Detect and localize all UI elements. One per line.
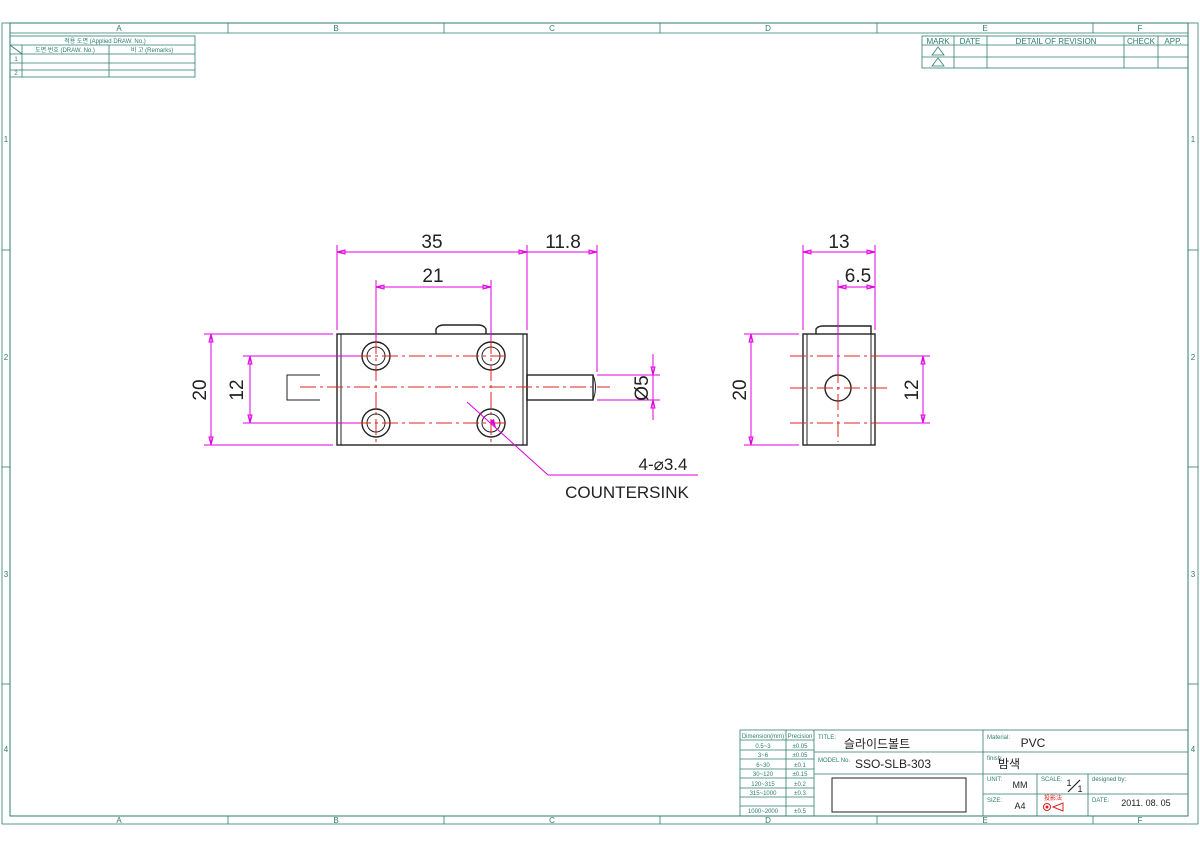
projection-label: 投影法 <box>1044 794 1062 802</box>
tolerance-dim: 6~30 <box>756 763 770 769</box>
zone-label: F <box>1138 24 1143 33</box>
size-label: SIZE: <box>987 798 1002 804</box>
zone-label: D <box>765 24 771 33</box>
zone-label: 2 <box>1191 353 1196 362</box>
zone-label: A <box>116 24 122 33</box>
revision-header-date: DATE <box>960 37 981 46</box>
tolerance-dim: 0.5~3 <box>755 744 771 750</box>
sheet-frame <box>1 22 1199 825</box>
tolerance-prec: ±0.05 <box>793 744 809 750</box>
tolerance-prec: ±0.05 <box>793 753 809 759</box>
revision-triangle-icon <box>931 46 945 56</box>
designed-label: designed by: <box>1092 777 1126 783</box>
hole-callout: 4-⌀3.4 <box>639 455 688 474</box>
applied-drawing-table: 적용 도면 (Applied DRAW. No.) 도면 번호 (DRAW. N… <box>9 35 196 78</box>
zone-label: 1 <box>1191 135 1196 144</box>
tolerance-prec: ±0.3 <box>794 791 806 797</box>
applied-table-col-drawing: 도면 번호 (DRAW. No.) <box>35 46 95 54</box>
side-dimensions: 13 6.5 20 12 <box>730 232 930 446</box>
scale-label: SCALE: <box>1041 777 1063 783</box>
unit-label: UNIT: <box>987 777 1002 783</box>
zone-label: C <box>549 24 555 33</box>
zone-label: E <box>982 24 987 33</box>
zone-label: C <box>549 816 555 825</box>
front-view <box>286 324 610 446</box>
zone-label: 4 <box>1191 745 1196 754</box>
tolerance-prec: ±0.2 <box>794 782 806 788</box>
applied-table-title: 적용 도면 (Applied DRAW. No.) <box>64 37 146 45</box>
tolerance-dim: 3~6 <box>758 753 769 759</box>
front-dimensions: 35 21 11.8 20 12 Ø5 <box>190 232 698 502</box>
applied-table-col-remarks: 비 고 (Remarks) <box>131 46 173 54</box>
dim-front-height: 20 <box>190 379 211 400</box>
scale-numerator: 1 <box>1066 778 1071 788</box>
dim-front-width: 35 <box>421 232 442 253</box>
model-number: SSO-SLB-303 <box>855 757 931 771</box>
size-value: A4 <box>1014 801 1025 811</box>
zone-label: 3 <box>4 570 9 579</box>
zone-label: 1 <box>4 135 9 144</box>
finish-value: 밤색 <box>998 757 1020 771</box>
revision-header-mark: MARK <box>926 37 950 46</box>
finish-label: finish: <box>987 756 1003 762</box>
zone-label: 3 <box>1191 570 1196 579</box>
dim-front-hole-vertical: 12 <box>227 379 248 400</box>
tolerance-header: Dimension(mm) <box>742 734 784 740</box>
hole-type-note: COUNTERSINK <box>565 483 689 502</box>
zone-label: B <box>333 24 338 33</box>
zone-label: D <box>765 816 771 825</box>
tolerance-prec: ±0.1 <box>794 763 806 769</box>
zone-label: F <box>1138 816 1143 825</box>
applied-table-row: 2 <box>14 71 18 77</box>
dim-side-center: 6.5 <box>845 266 871 287</box>
side-view <box>790 325 890 446</box>
model-label: MODEL No. <box>818 758 850 764</box>
zone-label: E <box>982 816 987 825</box>
date-label: DATE: <box>1092 798 1110 804</box>
dim-side-hole-vertical: 12 <box>902 379 923 400</box>
zone-labels-left: 1 2 3 4 <box>4 135 9 754</box>
material-label: Material: <box>987 735 1010 741</box>
revision-header-check: CHECK <box>1127 37 1156 46</box>
revision-header-detail: DETAIL OF REVISION <box>1016 37 1097 46</box>
dim-pin-diameter: Ø5 <box>632 375 653 400</box>
zone-labels-bottom: A B C D E F <box>116 816 1142 825</box>
zone-labels-right: 1 2 3 4 <box>1191 135 1196 754</box>
tolerance-dim: 1000~2000 <box>748 809 779 815</box>
tolerance-dim: 30~120 <box>753 772 774 778</box>
projection-symbol-icon <box>1043 802 1064 812</box>
dim-side-height: 20 <box>730 379 751 400</box>
title-block: Dimension(mm) Precision 0.5~3 ±0.05 3~6 … <box>739 729 1189 817</box>
unit-value: MM <box>1013 780 1028 790</box>
zone-label: A <box>116 816 122 825</box>
dim-front-hole-spacing: 21 <box>422 266 443 287</box>
revision-table: MARK DATE DETAIL OF REVISION CHECK APP. <box>921 35 1189 69</box>
date-value: 2011. 08. 05 <box>1121 798 1170 808</box>
scale-slash-icon <box>1067 779 1081 793</box>
zone-label: 2 <box>4 353 9 362</box>
tolerance-dim: 315~1000 <box>750 791 778 797</box>
applied-table-row: 1 <box>14 57 18 63</box>
revision-header-app: APP. <box>1164 37 1181 46</box>
zone-labels-top: A B C D E F <box>116 24 1142 33</box>
tolerance-prec: ±0.5 <box>794 809 806 815</box>
tolerance-header: Precision <box>788 734 813 740</box>
zone-label: B <box>333 816 338 825</box>
scale-denominator: 1 <box>1077 784 1082 794</box>
drawing-title: 슬라이드볼트 <box>844 737 910 751</box>
revision-triangle-icon <box>931 57 945 67</box>
tolerance-dim: 120~315 <box>751 782 775 788</box>
dim-side-width: 13 <box>828 232 849 253</box>
dim-pin-length: 11.8 <box>545 232 581 253</box>
zone-label: 4 <box>4 745 9 754</box>
material-value: PVC <box>1021 736 1046 750</box>
title-label: TITLE: <box>818 735 836 741</box>
company-logo-box <box>831 777 967 813</box>
tolerance-prec: ±0.15 <box>793 772 809 778</box>
